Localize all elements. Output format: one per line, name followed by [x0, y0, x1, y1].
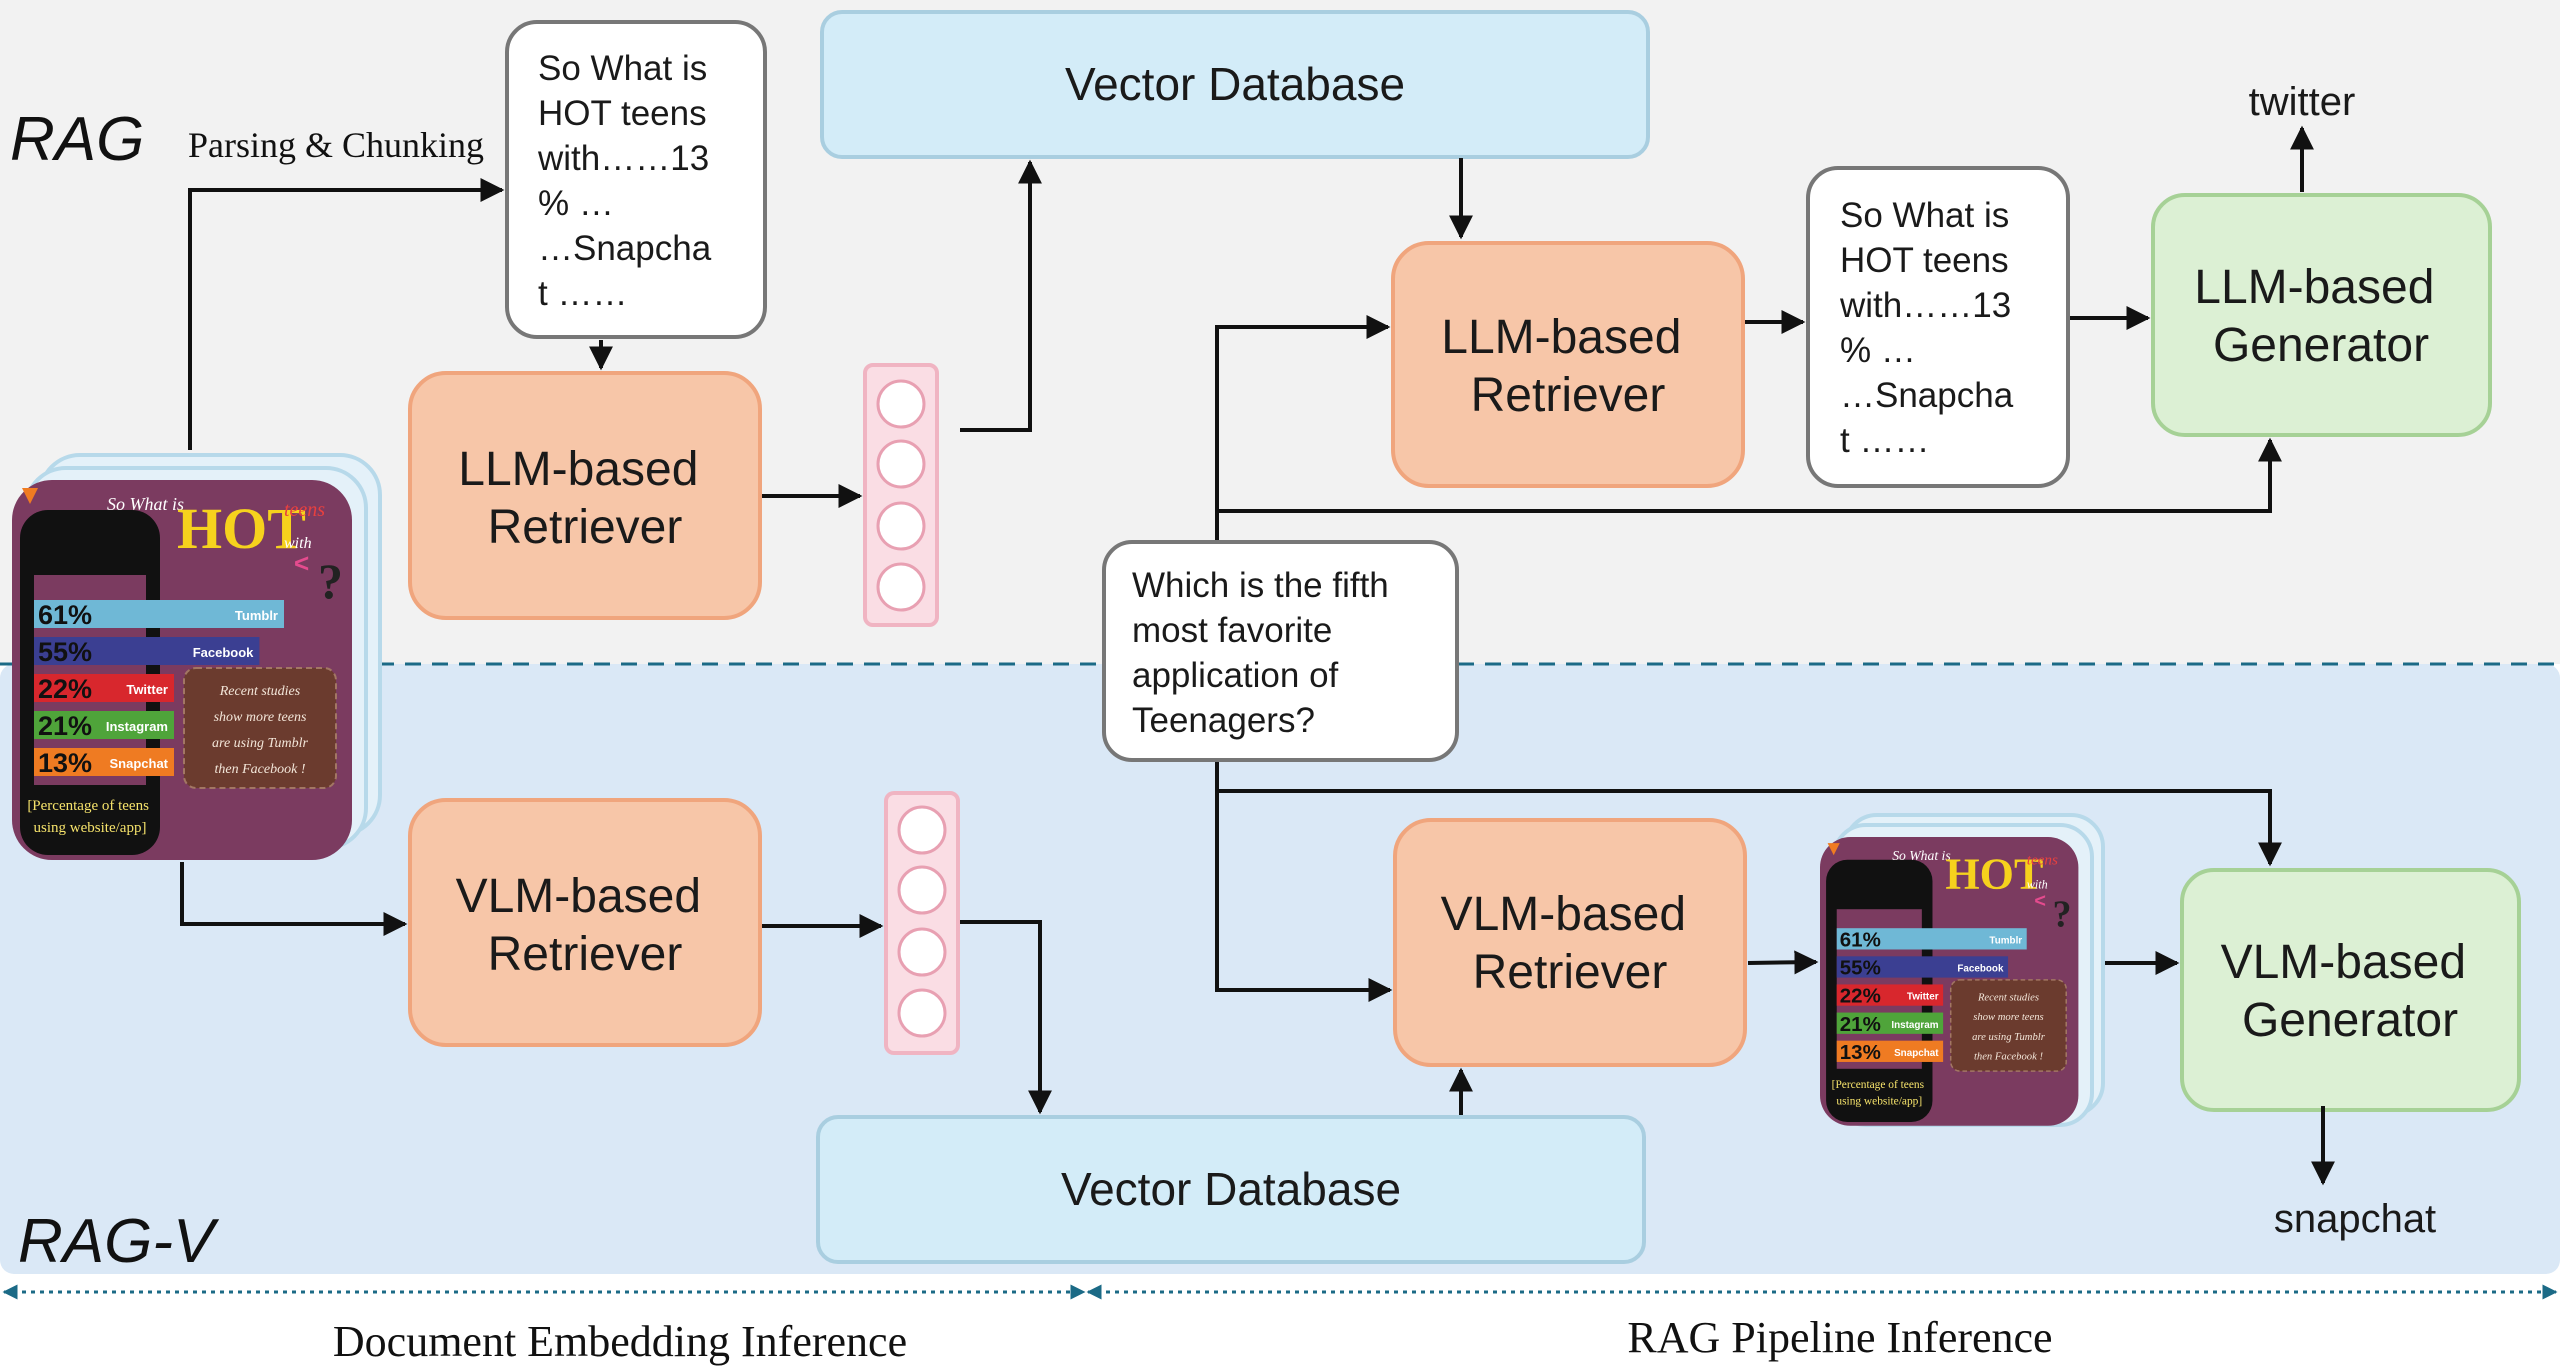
arrow-doc-to-vlm-retriever: [180, 862, 408, 936]
vlm-retriever-right-label: VLM-based Retriever: [1441, 888, 1700, 999]
llm-generator: [2151, 193, 2492, 437]
embedding-node: [897, 805, 947, 855]
vlm-generator: [2180, 868, 2521, 1112]
rag-section-label: RAG: [10, 105, 144, 174]
embedding-node: [876, 439, 926, 489]
text-chunk-right: So What is HOT teens with……13 % … …Snapc…: [1839, 196, 2023, 460]
vector-database-top: [820, 10, 1650, 159]
infographic-image: [11, 479, 353, 861]
parsing-chunking-label: Parsing & Chunking: [188, 125, 484, 165]
llm-retriever-left: [408, 371, 762, 620]
arrows: [180, 125, 2335, 1186]
document-stack-left: [11, 453, 382, 861]
arrow-vlm-retriever-to-image: [1747, 950, 1819, 975]
embedding-node: [876, 501, 926, 551]
arrow-query-to-llm-retriever: [1215, 315, 1391, 540]
embedding-vector-bottom: [884, 791, 960, 1055]
llm-retriever-left-label: LLM-based Retriever: [458, 443, 711, 554]
doc-embedding-label: Document Embedding Inference: [333, 1317, 907, 1366]
llm-retriever-right-label: LLM-based Retriever: [1441, 311, 1694, 422]
arrow-query-to-llm-generator: [1217, 437, 2282, 513]
embedding-node: [876, 379, 926, 429]
document-stack-right: [1819, 813, 2105, 1127]
llm-generator-label: LLM-based Generator: [2194, 261, 2447, 372]
arrow-embedding-to-vectordb-bottom: [960, 920, 1052, 1115]
text-chunk-box-top: [505, 20, 767, 339]
vector-database-bottom-label: Vector Database: [1061, 1163, 1401, 1215]
rag-output: twitter: [2249, 80, 2356, 124]
ragv-output: snapchat: [2274, 1197, 2436, 1241]
embedding-vector-top: [863, 363, 939, 627]
embedding-node: [897, 865, 947, 915]
text-chunk-box-right: [1806, 166, 2070, 488]
query-text: Which is the fifth most favorite applica…: [1132, 566, 1399, 740]
arrow-parse-to-chunk: [188, 178, 505, 450]
vector-database-bottom: [816, 1115, 1646, 1264]
arrow-query-to-vlm-retriever: [1215, 762, 1393, 1002]
arrow-embedding-to-vectordb: [960, 159, 1042, 432]
vlm-retriever-left: [408, 798, 762, 1047]
embedding-node: [897, 927, 947, 977]
arrow-query-to-vlm-generator: [1217, 789, 2282, 867]
text-chunk-top: So What is HOT teens with……13 % … …Snapc…: [537, 49, 721, 313]
pipeline-label: RAG Pipeline Inference: [1627, 1313, 2052, 1362]
vector-database-top-label: Vector Database: [1065, 58, 1405, 110]
ragv-section-label: RAG-V: [18, 1207, 220, 1276]
llm-retriever-right: [1391, 241, 1745, 488]
vlm-retriever-right: [1393, 818, 1747, 1067]
infographic-image-small: [1819, 836, 2080, 1127]
embedding-node: [876, 562, 926, 612]
vlm-generator-label: VLM-based Generator: [2221, 936, 2480, 1047]
vlm-retriever-left-label: VLM-based Retriever: [456, 870, 715, 981]
query-box: [1102, 540, 1459, 762]
embedding-node: [897, 988, 947, 1038]
